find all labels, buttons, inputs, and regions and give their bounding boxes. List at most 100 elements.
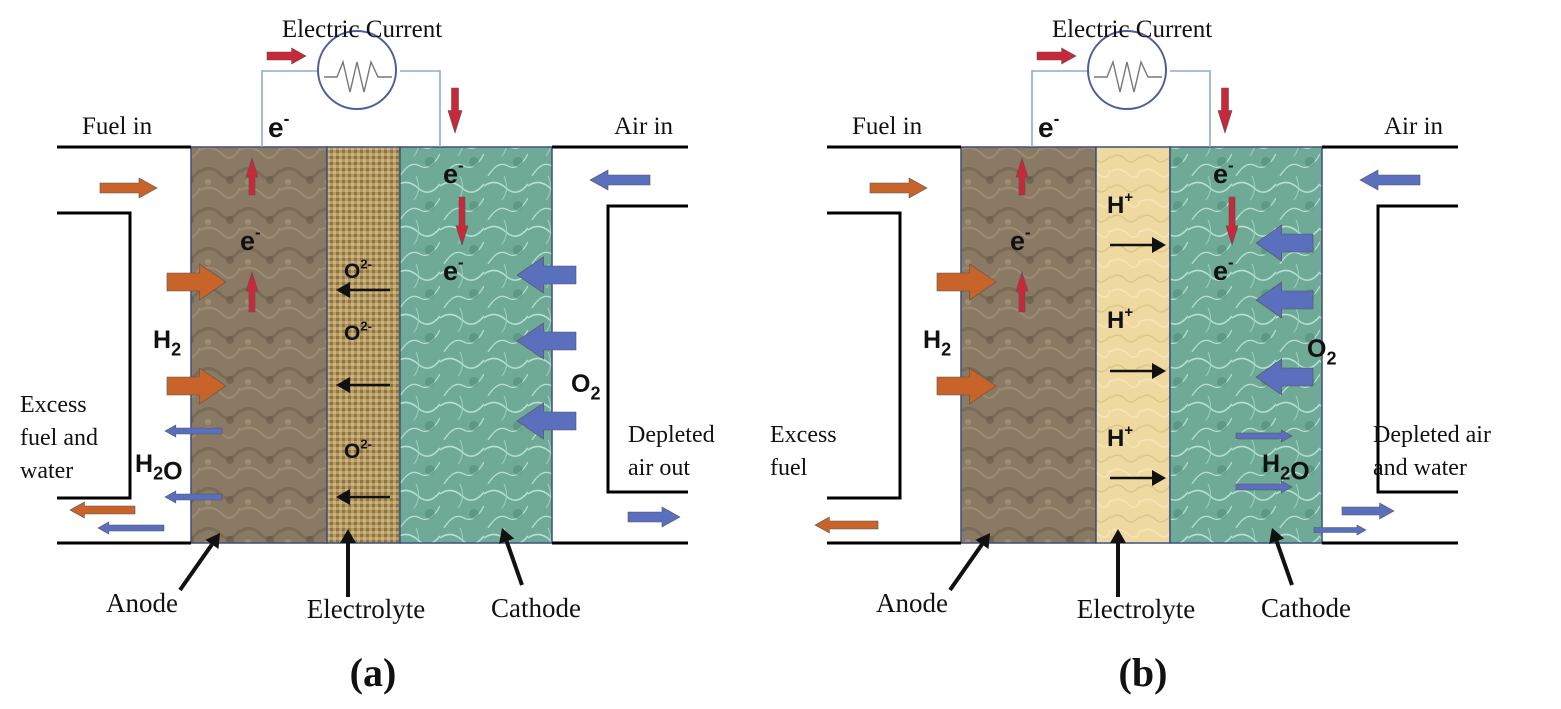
depleted-label-line-2: and water bbox=[1373, 455, 1467, 481]
o2-arrow-3 bbox=[1255, 358, 1314, 396]
o2-arrow-1 bbox=[516, 256, 577, 294]
electrolyte-pointer bbox=[1110, 529, 1126, 597]
load-circle bbox=[317, 30, 397, 110]
excess-label-line-2: fuel and bbox=[20, 425, 98, 451]
excess-water-arrow bbox=[97, 521, 165, 535]
depleted-air-arrow-2 bbox=[1313, 524, 1367, 536]
anode-pointer bbox=[178, 533, 220, 592]
electron-label-cathode-1: e- bbox=[443, 156, 464, 189]
o2-arrow-3 bbox=[516, 402, 577, 440]
o2-label: O2 bbox=[571, 370, 600, 404]
air-in-arrow bbox=[1359, 169, 1421, 191]
anode-water-arrow-1 bbox=[164, 424, 223, 438]
o2-arrow-2 bbox=[1255, 281, 1314, 319]
depleted-label-line-2: air out bbox=[628, 455, 690, 481]
cathode-label: Cathode bbox=[1261, 593, 1351, 623]
anode-layer bbox=[190, 146, 328, 544]
excess-label-line-3: water bbox=[20, 458, 73, 484]
anode-electron-arrow-1 bbox=[1015, 156, 1029, 196]
panel-caption: (a) bbox=[350, 650, 397, 695]
fuel-in-label: Fuel in bbox=[852, 113, 923, 140]
electrolyte-pointer bbox=[340, 529, 356, 597]
excess-label-line-1: Excess bbox=[770, 422, 837, 448]
electric-current-label: Electric Current bbox=[282, 16, 442, 43]
fuel-in-arrow bbox=[869, 177, 928, 199]
proton-arrow-2 bbox=[1110, 363, 1166, 379]
load-circle bbox=[1087, 30, 1167, 110]
cathode-water-arrow-1 bbox=[1235, 429, 1293, 443]
h2-arrow-1 bbox=[936, 263, 997, 301]
air-in-arrow bbox=[589, 169, 651, 191]
h2-label: H2 bbox=[153, 326, 181, 360]
electron-label-cathode-2: e- bbox=[1213, 253, 1234, 286]
h2-arrow-2 bbox=[166, 367, 227, 405]
depleted-label-line-1: Depleted bbox=[628, 422, 715, 448]
anode-electron-arrow-2 bbox=[245, 270, 259, 313]
oxide-arrow-2 bbox=[336, 377, 390, 393]
circuit-wire-left bbox=[261, 70, 318, 147]
electrolyte-label: Electrolyte bbox=[1077, 594, 1195, 624]
electron-label-anode: e- bbox=[240, 223, 261, 256]
electron-label-cathode-1: e- bbox=[1213, 156, 1234, 189]
anode-label: Anode bbox=[106, 588, 178, 618]
cathode-electron-arrow bbox=[455, 196, 469, 247]
air-in-label: Air in bbox=[1384, 113, 1444, 140]
anode-electron-arrow-1 bbox=[245, 156, 259, 196]
excess-fuel-arrow bbox=[814, 516, 879, 534]
current-arrow-down bbox=[1217, 87, 1233, 135]
air-channel-baffle bbox=[606, 204, 688, 494]
h2-arrow-2 bbox=[936, 367, 997, 405]
electrolyte-layer bbox=[326, 146, 401, 544]
proton-arrow-3 bbox=[1110, 470, 1166, 486]
cathode-label: Cathode bbox=[491, 593, 581, 623]
cathode-layer bbox=[1169, 146, 1323, 544]
anode-layer bbox=[960, 146, 1097, 544]
fuel-in-label: Fuel in bbox=[82, 113, 153, 140]
excess-label-line-1: Excess bbox=[20, 392, 87, 418]
anode-water-arrow-2 bbox=[164, 490, 223, 504]
oxide-ion-label-3: O2- bbox=[344, 437, 372, 463]
excess-label-line-2: fuel bbox=[770, 455, 808, 481]
electron-label-top: e- bbox=[1038, 108, 1060, 143]
fuel-in-arrow bbox=[99, 177, 158, 199]
h2-arrow-1 bbox=[166, 263, 227, 301]
h2o-label-cathode: H2O bbox=[1262, 450, 1310, 486]
cathode-water-arrow-2 bbox=[1235, 480, 1293, 494]
o2-arrow-2 bbox=[516, 322, 577, 360]
electron-label-cathode-2: e- bbox=[443, 253, 464, 286]
fuel-channel-baffle bbox=[827, 211, 902, 500]
cathode-pointer bbox=[499, 528, 524, 586]
o2-arrow-1 bbox=[1255, 224, 1314, 262]
fuel-channel-baffle bbox=[57, 211, 132, 500]
oxide-arrow-1 bbox=[336, 282, 390, 298]
circuit-wire-left bbox=[1031, 70, 1088, 147]
depleted-label-line-1: Depleted air bbox=[1373, 422, 1491, 448]
proton-label-2: H+ bbox=[1107, 305, 1133, 334]
h2o-label-anode: H2O bbox=[135, 450, 183, 486]
circuit-wire-right bbox=[400, 70, 441, 147]
oxide-ion-label-1: O2- bbox=[344, 257, 372, 283]
h2-label: H2 bbox=[923, 326, 951, 360]
o2-label: O2 bbox=[1307, 335, 1336, 369]
electron-label-anode: e- bbox=[1010, 223, 1031, 256]
panel-caption: (b) bbox=[1119, 650, 1168, 695]
anode-label: Anode bbox=[876, 588, 948, 618]
air-in-label: Air in bbox=[614, 113, 674, 140]
proton-label-1: H+ bbox=[1107, 190, 1133, 219]
electrolyte-label: Electrolyte bbox=[307, 594, 425, 624]
oxide-arrow-3 bbox=[336, 489, 390, 505]
current-arrow-down bbox=[447, 87, 463, 135]
circuit-wire-right bbox=[1170, 70, 1211, 147]
anode-pointer bbox=[948, 533, 990, 592]
resistor-icon bbox=[1094, 59, 1162, 93]
cathode-pointer bbox=[1269, 528, 1294, 586]
excess-fuel-arrow bbox=[69, 501, 136, 519]
anode-electron-arrow-2 bbox=[1015, 270, 1029, 313]
air-channel-baffle bbox=[1376, 204, 1458, 494]
electric-current-label: Electric Current bbox=[1052, 16, 1212, 43]
resistor-icon bbox=[324, 59, 392, 93]
proton-label-3: H+ bbox=[1107, 423, 1133, 452]
proton-arrow-1 bbox=[1110, 237, 1166, 253]
